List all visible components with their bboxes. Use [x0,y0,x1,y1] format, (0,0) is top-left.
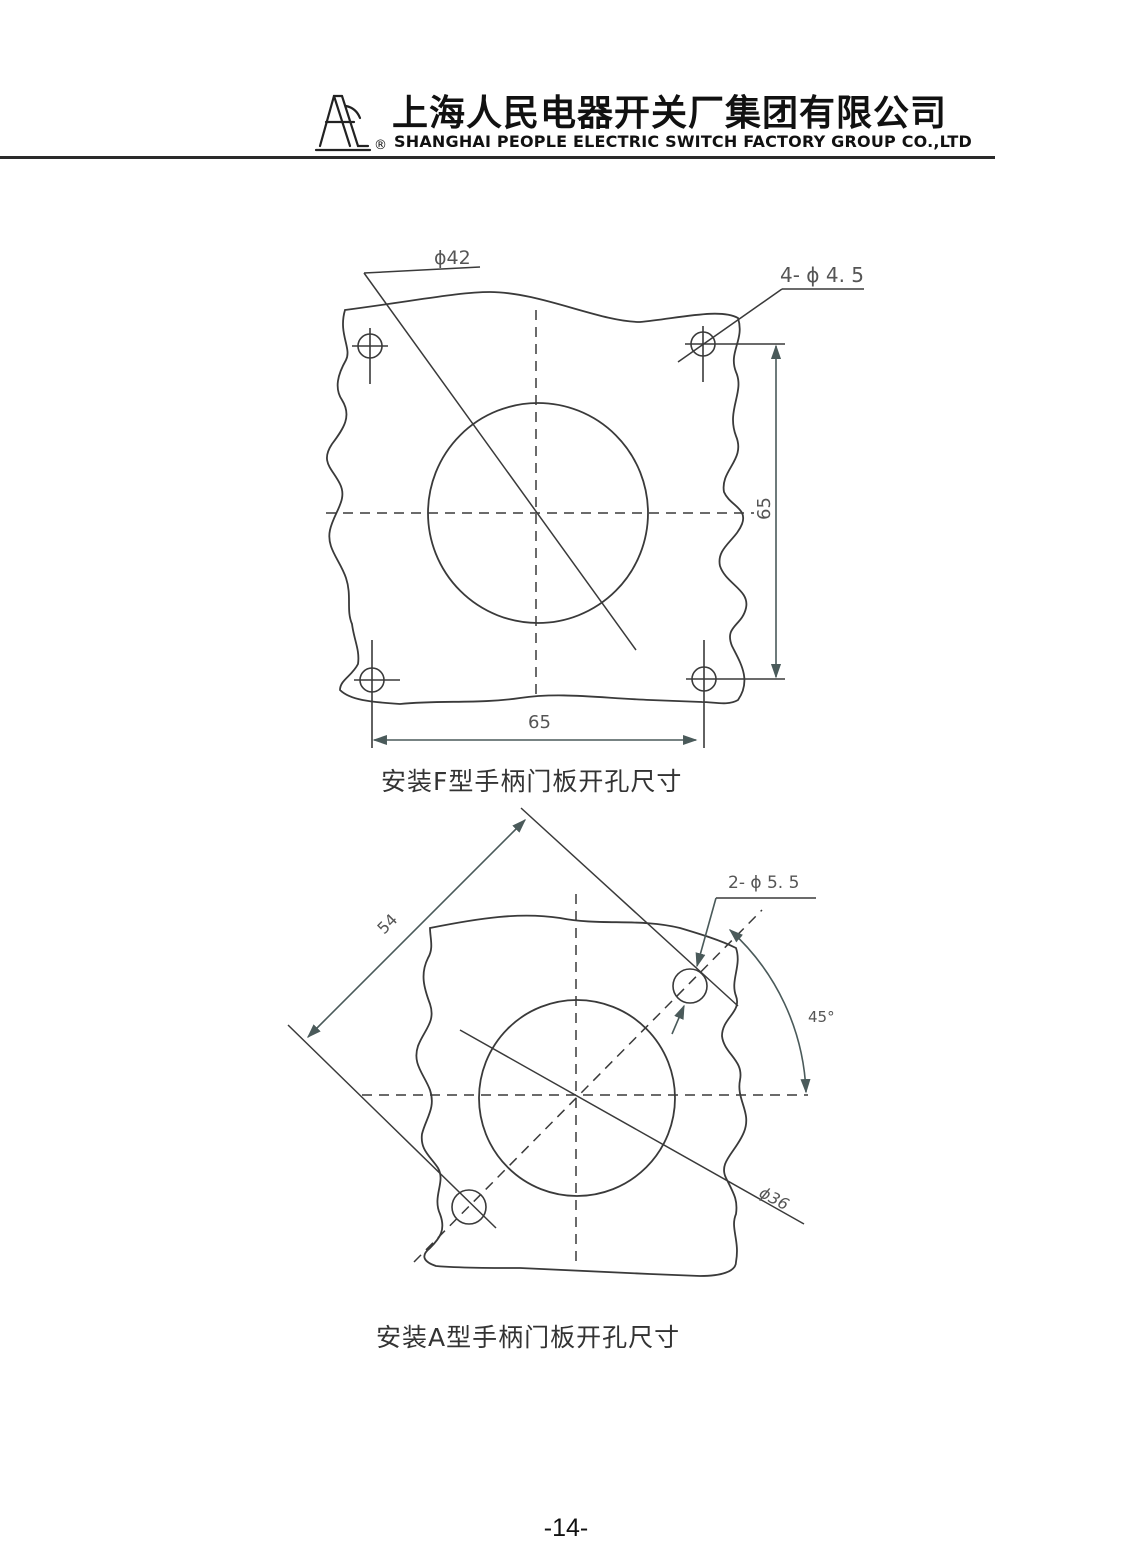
page-header: ® 上海人民电器开关厂集团有限公司 SHANGHAI PEOPLE ELECTR… [0,80,1000,160]
figure-a-holes-label: 2- ϕ 5. 5 [728,873,799,893]
figure-f-caption: 安装F型手柄门板开孔尺寸 [381,767,683,796]
figure-f-diameter-leader [363,272,637,651]
figure-f-holes-leader [677,288,783,363]
figure-f-center-diameter-label: ϕ42 [434,247,471,269]
figure-f-drawing [326,266,864,748]
figure-f-horizontal-spacing-label: 65 [528,712,551,733]
company-name-english: SHANGHAI PEOPLE ELECTRIC SWITCH FACTORY … [394,132,973,151]
figure-a-center-hole [478,999,676,1197]
figure-a-hole-upper [672,968,708,1004]
figure-a-holes-leader-bottom [671,1004,685,1035]
figure-a-caption: 安装A型手柄门板开孔尺寸 [376,1323,681,1352]
figure-a-extension-line-upper [520,807,739,1007]
figure-a-diameter-leader [459,1029,805,1225]
company-logo-icon [314,94,372,152]
figure-a-angle-arc [728,929,811,1094]
figure-a-drawing [287,807,816,1277]
figure-a-center-diameter-label: ϕ36 [756,1183,792,1214]
figure-f-hole-bottom-left [354,640,400,748]
header-divider [0,156,995,159]
figure-f-vertical-spacing-label: 65 [754,497,775,520]
figure-a-angle-label: 45° [808,1008,835,1026]
figure-f-holes-label: 4- ϕ 4. 5 [780,263,864,287]
figure-a-holes-leader-top [695,897,717,968]
figure-f-hole-bottom-right [686,640,785,748]
figure-a-extension-line-lower [287,1024,497,1229]
figure-f-hole-top-left [352,328,388,384]
figure-a-hole-lower [451,1189,487,1225]
registered-mark: ® [374,138,387,153]
company-name-chinese: 上海人民电器开关厂集团有限公司 [392,93,948,134]
figure-f-diameter-leader-shelf [363,266,481,274]
figure-a-diagonal-spacing-label: 54 [373,910,401,938]
figure-a-diagonal-dimension [306,818,527,1039]
figure-f-hole-top-right [685,326,785,382]
page-number: -14- [543,1514,589,1542]
figure-a-diagonal-centerline [413,909,763,1263]
